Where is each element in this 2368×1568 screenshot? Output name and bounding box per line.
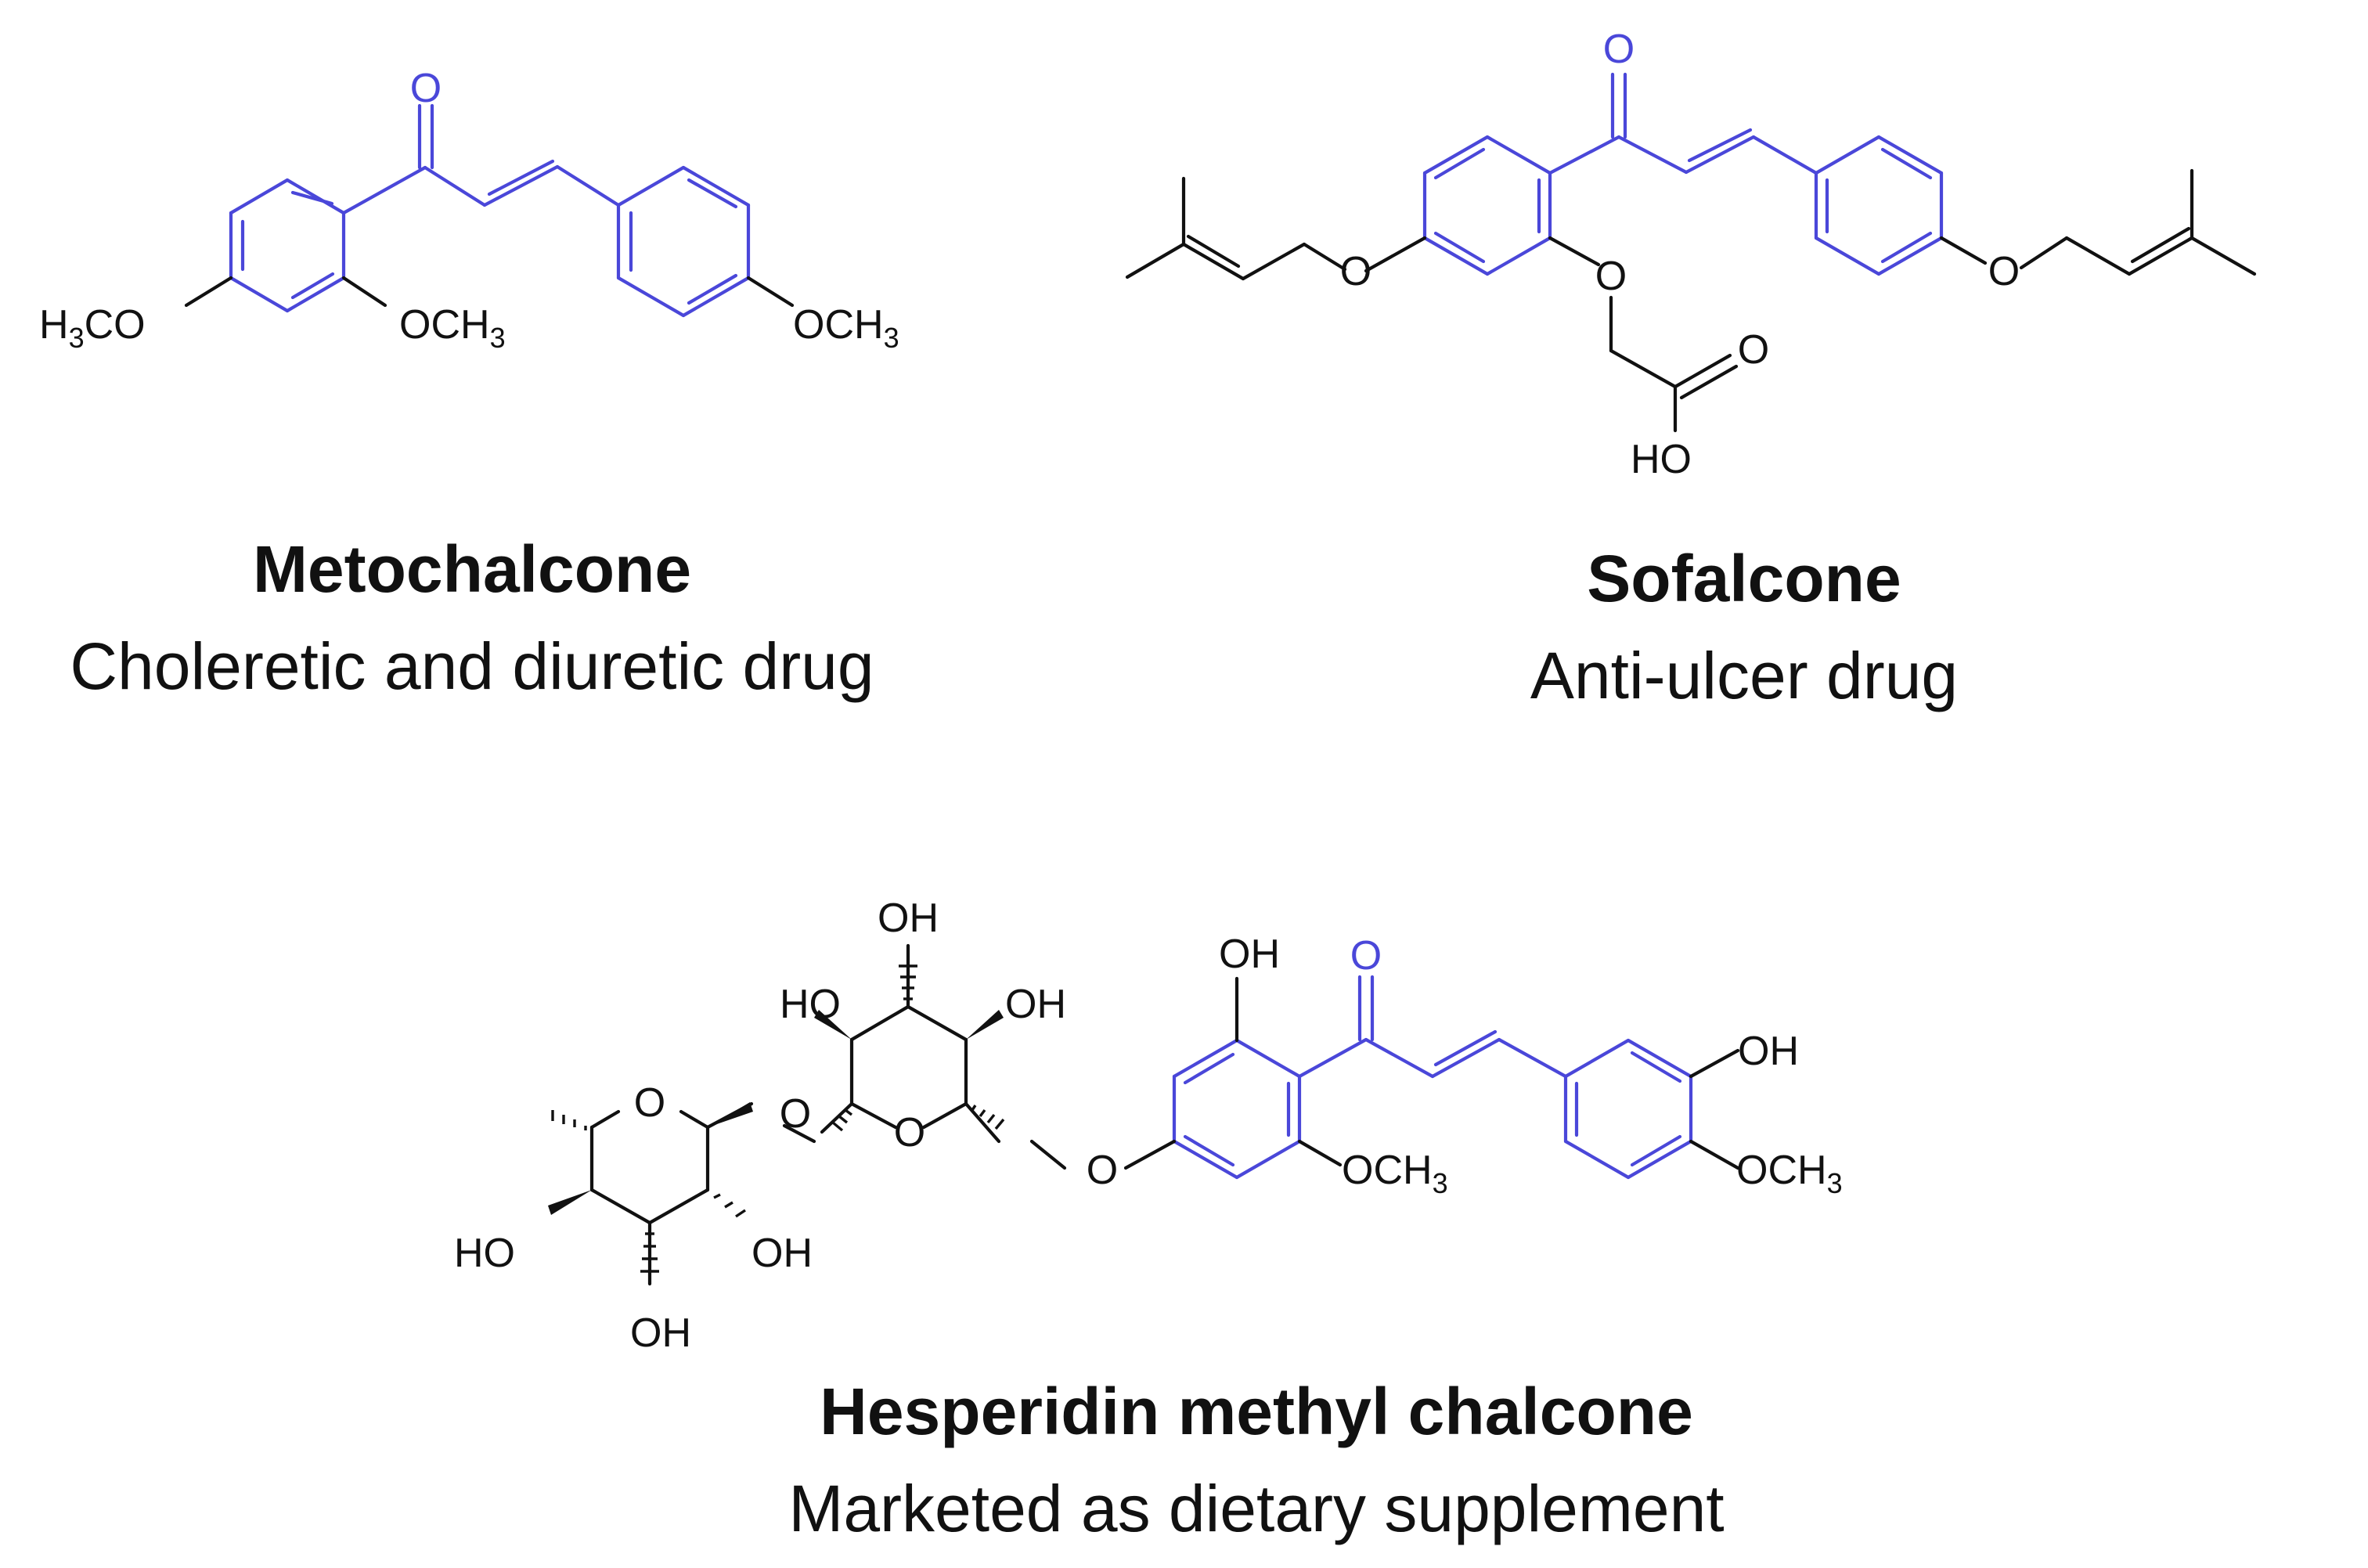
carbonyl-oxygen: O	[1603, 27, 1635, 72]
compound-name: Hesperidin methyl chalcone	[820, 1375, 1693, 1448]
acid-hydroxyl: HO	[1631, 437, 1692, 482]
rhamnose-hydroxyl: OH	[630, 1310, 691, 1356]
linker-oxygen: O	[780, 1091, 811, 1137]
ether-oxygen: O	[1340, 249, 1371, 294]
glucose-hydroxyl: OH	[878, 896, 939, 941]
rhamnose-ring-oxygen: O	[634, 1080, 665, 1126]
carbonyl-oxygen: O	[1350, 933, 1382, 979]
glucose-hydroxyl: HO	[780, 982, 841, 1027]
carbonyl-oxygen: O	[410, 66, 442, 111]
compound-description: Choleretic and diuretic drug	[70, 629, 874, 703]
glucose-ring-oxygen: O	[894, 1110, 925, 1155]
rhamnose-hydroxyl: HO	[454, 1231, 515, 1276]
compound-description: Anti-ulcer drug	[1530, 639, 1958, 712]
glucose-hydroxyl: OH	[1005, 982, 1066, 1027]
sofalcone-structure: O O O O O HO	[1125, 27, 2257, 482]
compound-description: Marketed as dietary supplement	[788, 1472, 1724, 1545]
methoxy-label: OCH3	[1736, 1148, 1843, 1199]
ether-oxygen: O	[1595, 254, 1627, 299]
glycosidic-oxygen: O	[1087, 1148, 1118, 1193]
hesperidin-methyl-chalcone-structure: O OH OCH3 OH OCH3 O O OH HO OH O O HO OH…	[454, 896, 1843, 1356]
methoxy-label: H3CO	[39, 302, 146, 354]
methoxy-label: OCH3	[793, 302, 899, 354]
ether-oxygen: O	[1988, 249, 2020, 294]
acid-carbonyl-oxygen: O	[1738, 327, 1769, 373]
methoxy-label: OCH3	[399, 302, 506, 354]
rhamnose-hydroxyl: OH	[751, 1231, 813, 1276]
aryl-hydroxyl: OH	[1738, 1029, 1799, 1074]
compound-name: Metochalcone	[253, 532, 691, 606]
metochalcone-structure: O H3CO OCH3 OCH3	[39, 66, 899, 354]
compound-name: Sofalcone	[1587, 542, 1901, 615]
methoxy-label: OCH3	[1342, 1148, 1448, 1199]
phenol-hydroxyl: OH	[1219, 932, 1280, 977]
